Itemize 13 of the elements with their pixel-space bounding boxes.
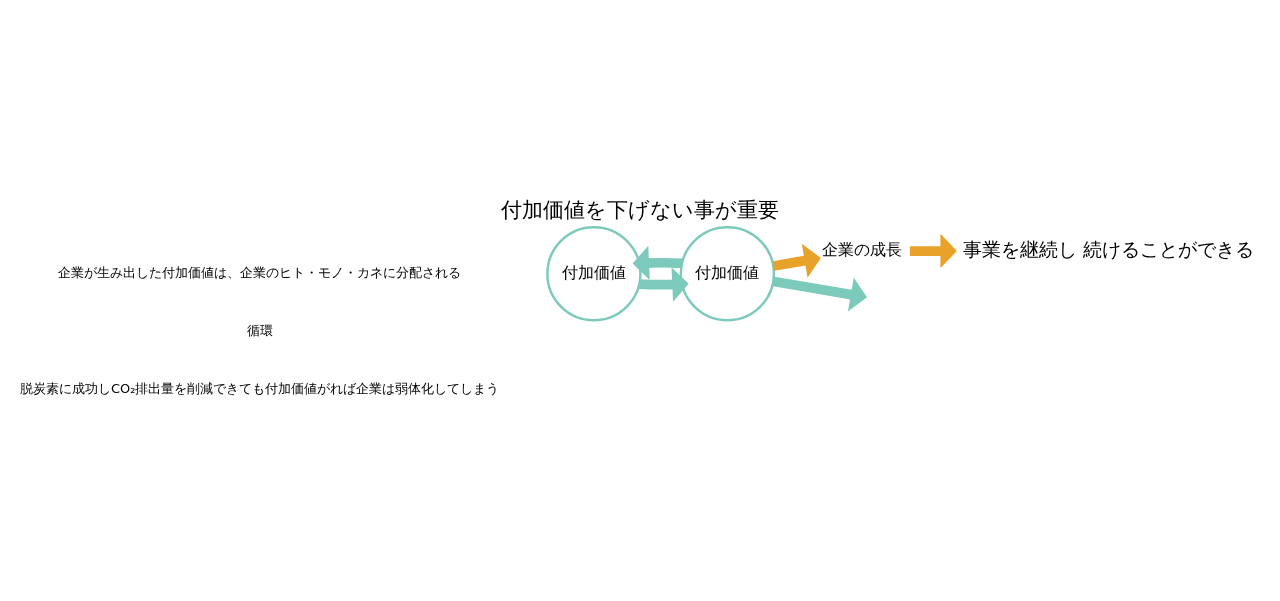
arrow bbox=[639, 266, 689, 302]
arrow bbox=[772, 276, 867, 312]
arrow bbox=[632, 245, 683, 280]
node-text: 企業の成長 bbox=[822, 239, 903, 259]
arrow bbox=[909, 233, 957, 268]
label: 脱炭素に成功しCO₂排出量を削減できても付加価値がれば企業は弱体化してしまう bbox=[20, 380, 500, 396]
node-circle: 付加価値 bbox=[546, 225, 642, 321]
diagram-title: 付加価値を下げない事が重要 bbox=[501, 196, 779, 222]
node-text: 事業を継続し 続けることができる bbox=[963, 237, 1255, 261]
arrow bbox=[772, 243, 821, 278]
label: 循環 bbox=[246, 322, 273, 338]
label: 企業が生み出した付加価値は、企業のヒト・モノ・カネに分配される bbox=[58, 264, 462, 280]
node-circle: 付加価値 bbox=[679, 225, 776, 321]
